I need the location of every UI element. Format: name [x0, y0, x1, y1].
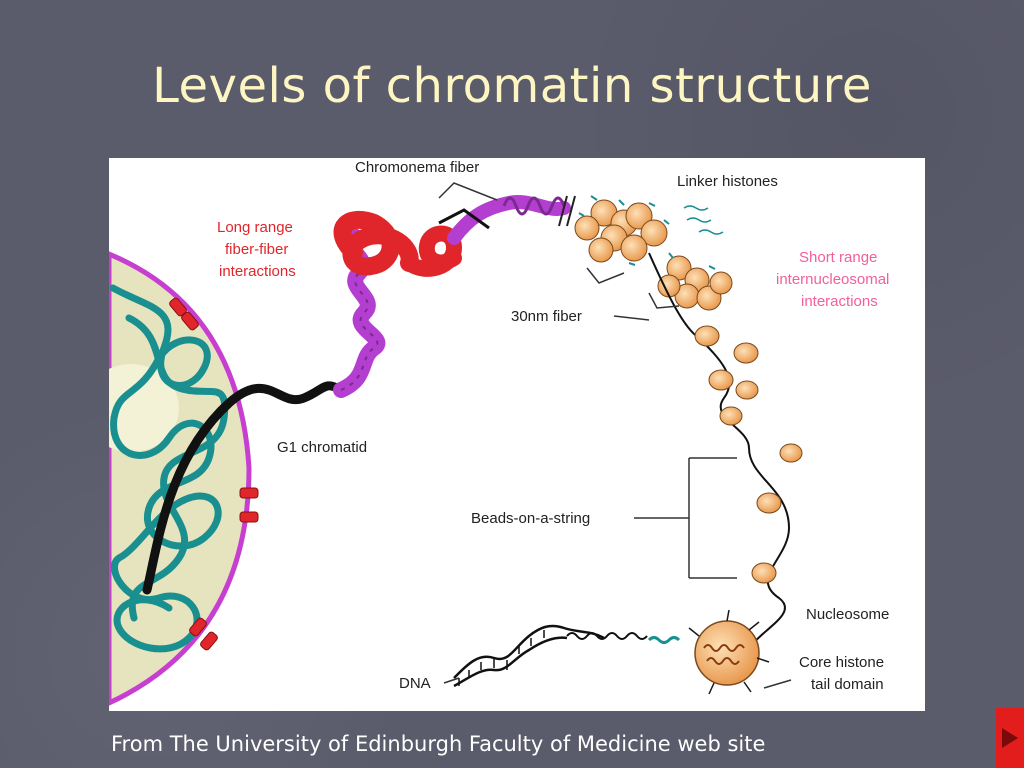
label-30nm-fiber: 30nm fiber: [511, 308, 582, 325]
dna-helix: [453, 624, 681, 688]
label-nucleosome: Nucleosome: [806, 606, 889, 623]
slide-title: Levels of chromatin structure: [152, 58, 872, 114]
label-short-range-line1: Short range: [799, 249, 877, 266]
slide-caption: From The University of Edinburgh Faculty…: [111, 732, 766, 756]
nucleolus: [109, 364, 179, 452]
annotation-lines: [443, 267, 792, 689]
beads: [694, 325, 803, 584]
label-beads-on-a-string: Beads-on-a-string: [471, 510, 590, 527]
chromonema-fiber-coil: [438, 194, 576, 245]
nuclear-pores: [169, 297, 259, 651]
nucleus: [109, 251, 259, 706]
label-chromonema-fiber: Chromonema fiber: [355, 159, 479, 176]
label-long-range-line1: Long range: [217, 219, 293, 236]
chromatin-diagram-svg: Chromonema fiber Linker histones Long ra…: [109, 159, 889, 706]
thirty-nm-fiber-cluster: [574, 195, 733, 311]
next-slide-button[interactable]: [996, 708, 1024, 768]
label-long-range-line3: interactions: [219, 263, 296, 280]
label-short-range-line2: internucleosomal: [776, 271, 889, 288]
chromatin-diagram: Chromonema fiber Linker histones Long ra…: [109, 158, 925, 711]
long-range-loops: [333, 210, 463, 277]
label-g1-chromatid: G1 chromatid: [277, 439, 367, 456]
label-short-range-line3: interactions: [801, 293, 878, 310]
label-core-histone-line1: Core histone: [799, 654, 884, 671]
label-linker-histones: Linker histones: [677, 173, 778, 190]
chromonema-bracket: [438, 182, 498, 201]
nucleosome-large: [688, 609, 770, 695]
label-long-range-line2: fiber-fiber: [225, 241, 288, 258]
beads-string: [648, 252, 791, 674]
label-core-histone-line2: tail domain: [811, 676, 884, 693]
label-dna: DNA: [399, 675, 431, 692]
g1-chromatid-fiber: [142, 381, 346, 595]
linker-histones: [683, 205, 724, 235]
play-arrow-icon: [1002, 728, 1018, 748]
